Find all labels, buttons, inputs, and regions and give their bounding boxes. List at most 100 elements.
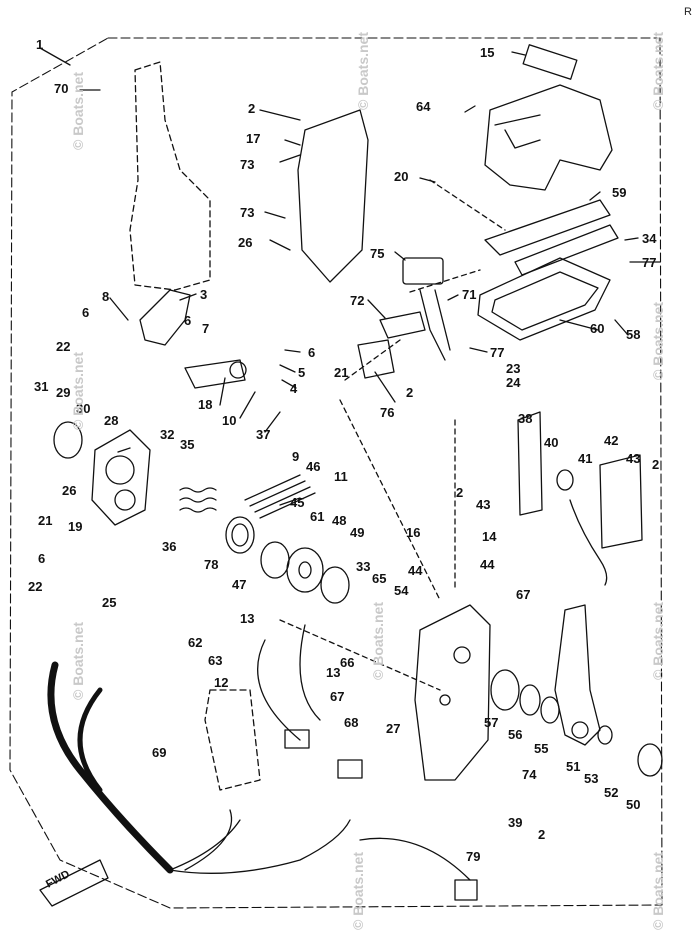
part-number-label: 6: [82, 305, 90, 320]
part-number-label: 6: [308, 345, 316, 360]
watermark: © Boats.net: [350, 852, 366, 930]
part-number-label: 57: [484, 715, 499, 730]
part-number-label: 39: [508, 815, 523, 830]
part-number-label: 48: [332, 513, 347, 528]
part-number-label: 26: [62, 483, 77, 498]
part-number-label: 16: [406, 525, 421, 540]
part-number-label: 2: [248, 101, 256, 116]
part-number-label: 73: [240, 157, 255, 172]
part-number-label: 17: [246, 131, 261, 146]
part-number-label: 19: [68, 519, 83, 534]
watermark: © Boats.net: [650, 852, 666, 930]
part-number-label: 58: [626, 327, 641, 342]
cover-ghost: [204, 689, 261, 791]
part-number-label: 5: [298, 365, 306, 380]
top-cover: [484, 44, 613, 191]
part-number-label: 12: [214, 675, 229, 690]
part-number-label: 14: [482, 529, 497, 544]
part-number-label: 37: [256, 427, 271, 442]
wire-harness: [47, 661, 174, 874]
part-number-label: 18: [198, 397, 213, 412]
part-number-label: 64: [416, 99, 431, 114]
part-number-label: 44: [480, 557, 495, 572]
part-number-label: 61: [310, 509, 325, 524]
part-number-label: 4: [290, 381, 298, 396]
part-number-label: 79: [466, 849, 481, 864]
part-number-label: 33: [356, 559, 371, 574]
part-number-label: 25: [102, 595, 117, 610]
watermark: © Boats.net: [70, 622, 86, 700]
watermark: © Boats.net: [70, 72, 86, 150]
part-number-label: 2: [406, 385, 414, 400]
part-number-label: 40: [544, 435, 559, 450]
part-number-label: 21: [334, 365, 349, 380]
part-number-label: 45: [290, 495, 305, 510]
bracket-59: [484, 199, 611, 256]
part-number-label: 23: [506, 361, 521, 376]
neutral-switch: [402, 257, 444, 285]
part-number-label: 62: [188, 635, 203, 650]
assembly-boundary: [9, 37, 663, 909]
part-number-label: 2: [456, 485, 464, 500]
back-plate: [297, 109, 369, 283]
gasket: [477, 257, 611, 341]
part-number-label: 43: [476, 497, 491, 512]
part-number-label: 13: [240, 611, 255, 626]
part-number-label: 76: [380, 405, 395, 420]
part-number-label: 2: [538, 827, 546, 842]
part-number-label: 32: [160, 427, 175, 442]
part-number-label: 2: [652, 457, 660, 472]
watermark: © Boats.net: [650, 602, 666, 680]
part-number-label: 71: [462, 287, 477, 302]
part-number-label: 67: [330, 689, 345, 704]
part-number-label: 26: [238, 235, 253, 250]
part-number-label: 9: [292, 449, 300, 464]
part-number-label: 8: [102, 289, 110, 304]
lever-3: [139, 289, 191, 346]
watermark: © Boats.net: [370, 602, 386, 680]
part-number-label: 53: [584, 771, 599, 786]
part-number-label: 38: [518, 411, 533, 426]
part-number-label: 52: [604, 785, 619, 800]
handle-ghost: [129, 61, 211, 291]
part-number-label: 1: [36, 37, 44, 52]
part-number-label: 22: [28, 579, 43, 594]
part-number-label: 24: [506, 375, 521, 390]
part-number-label: 75: [370, 246, 385, 261]
part-number-label: 30: [76, 401, 91, 416]
part-number-label: 42: [604, 433, 619, 448]
part-number-label: 67: [516, 587, 531, 602]
part-number-label: 65: [372, 571, 387, 586]
corner-mark: R: [684, 6, 692, 18]
watermark: © Boats.net: [650, 32, 666, 110]
part-number-label: 73: [240, 205, 255, 220]
part-number-label: 41: [578, 451, 593, 466]
part-number-label: 6: [184, 313, 192, 328]
part-number-label: 59: [612, 185, 627, 200]
part-number-label: 49: [350, 525, 365, 540]
watermark: © Boats.net: [650, 302, 666, 380]
watermark: © Boats.net: [70, 352, 86, 430]
part-number-label: 13: [326, 665, 341, 680]
part-number-label: 74: [522, 767, 537, 782]
part-number-label: 77: [490, 345, 505, 360]
part-number-label: 70: [54, 81, 69, 96]
part-number-label: 10: [222, 413, 237, 428]
part-number-label: 6: [38, 551, 46, 566]
plate-28: [91, 429, 151, 526]
part-number-label: 50: [626, 797, 641, 812]
part-number-label: 46: [306, 459, 321, 474]
part-number-label: 54: [394, 583, 409, 598]
part-number-label: 72: [350, 293, 365, 308]
part-number-label: 22: [56, 339, 71, 354]
part-number-label: 7: [202, 321, 210, 336]
part-number-label: 29: [56, 385, 71, 400]
part-number-label: 66: [340, 655, 355, 670]
watermark: © Boats.net: [355, 32, 371, 110]
part-number-label: 47: [232, 577, 247, 592]
main-housing: [414, 604, 491, 781]
part-number-label: 51: [566, 759, 581, 774]
part-number-label: 11: [334, 469, 348, 484]
part-number-label: 21: [38, 513, 53, 528]
